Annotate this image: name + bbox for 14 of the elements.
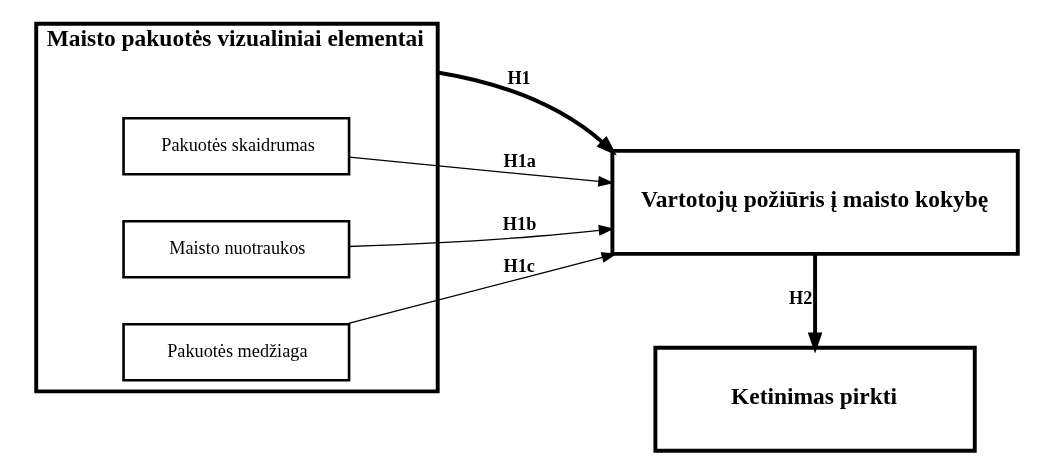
arrow — [348, 156, 614, 187]
edge-label: H1 — [507, 67, 531, 88]
node-box: Vartotojų požiūris į maisto kokybę — [610, 148, 1020, 256]
arrow — [437, 70, 617, 156]
node-box: Maisto nuotraukos — [122, 219, 351, 279]
arrow — [345, 252, 618, 325]
node-box: Pakuotės skaidrumas — [122, 116, 351, 176]
edge-label: H2 — [789, 288, 813, 309]
arrow — [807, 254, 823, 354]
node-box: Pakuotės medžiaga — [122, 322, 351, 382]
node-box: Ketinimas pirkti — [653, 345, 977, 453]
edge-label: H1b — [502, 213, 537, 234]
edge-label: H1c — [503, 255, 535, 276]
edge-label: H1a — [503, 151, 536, 172]
